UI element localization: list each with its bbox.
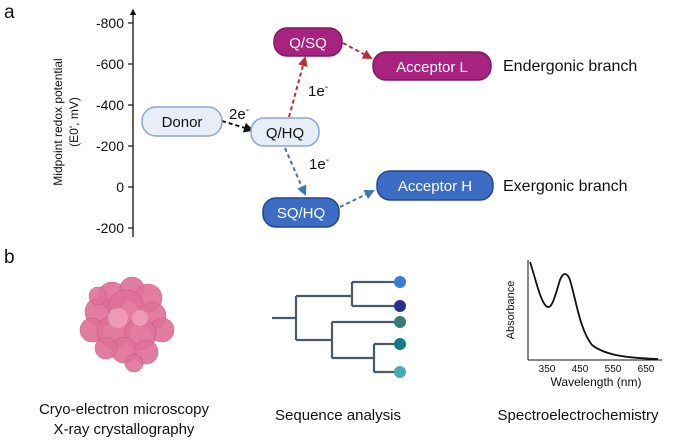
two-electron-label: 2e- [229, 105, 249, 123]
xray-caption: X-ray crystallography [54, 421, 195, 438]
acceptor-h-label: Acceptor H [398, 178, 472, 195]
cryo-em-caption: Cryo-electron microscopy [39, 401, 210, 418]
spectrum-plot: Absorbance 350 450 550 650 Wavelength (n… [505, 260, 662, 389]
spectroelectrochemistry-caption: Spectroelectrochemistry [498, 407, 659, 424]
y-axis-title-line1: Midpoint redox potential [51, 58, 65, 185]
qhq-label: Q/HQ [266, 125, 304, 142]
qsq-label: Q/SQ [289, 35, 327, 52]
y-tick-label-3: -200 [96, 138, 124, 154]
qhq-to-qsq-arrow [288, 56, 308, 118]
sqhq-node: SQ/HQ [262, 197, 340, 228]
qsq-node: Q/SQ [273, 27, 343, 57]
absorbance-curve [529, 261, 659, 360]
qhq-to-sqhq-arrow [284, 147, 307, 196]
y-tick-label-1: -600 [96, 56, 124, 72]
y-axis-title: Midpoint redox potential (E0', mV) [51, 58, 81, 185]
one-electron-up-label: 1e- [308, 82, 328, 100]
donor-node: Donor [141, 106, 223, 137]
exergonic-branch-label: Exergonic branch [503, 178, 628, 195]
sequence-analysis-caption: Sequence analysis [275, 407, 401, 424]
y-tick-label-0: -800 [96, 15, 124, 31]
endergonic-branch-label: Endergonic branch [503, 58, 637, 75]
y-tick-label-4: 0 [116, 179, 124, 195]
tree-tips [394, 276, 406, 378]
y-axis-ticks: -800 -600 -400 -200 0 -200 [96, 15, 133, 236]
sqhq-label: SQ/HQ [277, 205, 325, 222]
y-tick-label-2: -400 [96, 97, 124, 113]
qhq-node: Q/HQ [250, 117, 320, 147]
phylogenetic-tree [272, 280, 400, 374]
spectrum-xtick-4: 650 [638, 364, 655, 375]
panel-a-label: a [4, 2, 15, 23]
tree-tip-3 [394, 316, 406, 328]
spectrum-xtick-1: 350 [539, 364, 556, 375]
tree-tip-4 [394, 338, 406, 350]
qsq-to-acceptor-l-arrow [342, 42, 373, 59]
spectrum-x-label: Wavelength (nm) [551, 375, 642, 389]
donor-to-qhq-arrow [221, 120, 254, 133]
panel-b-label: b [4, 247, 15, 268]
acceptor-l-label: Acceptor L [396, 59, 468, 76]
spectrum-xtick-3: 550 [605, 364, 622, 375]
one-electron-down-label: 1e- [309, 155, 329, 173]
tree-tip-5 [394, 366, 406, 378]
protein-structure-image [79, 276, 175, 373]
tree-tip-1 [394, 276, 406, 288]
spectrum-y-label: Absorbance [505, 281, 517, 340]
sqhq-to-acceptor-h-arrow [339, 189, 375, 208]
donor-label: Donor [162, 114, 203, 131]
tree-tip-2 [394, 300, 406, 312]
y-axis-title-line2: (E0', mV) [67, 97, 81, 147]
spectrum-xtick-2: 450 [572, 364, 589, 375]
y-tick-label-5: -200 [96, 220, 124, 236]
acceptor-l-node: Acceptor L [372, 51, 492, 81]
acceptor-h-node: Acceptor H [376, 170, 494, 201]
